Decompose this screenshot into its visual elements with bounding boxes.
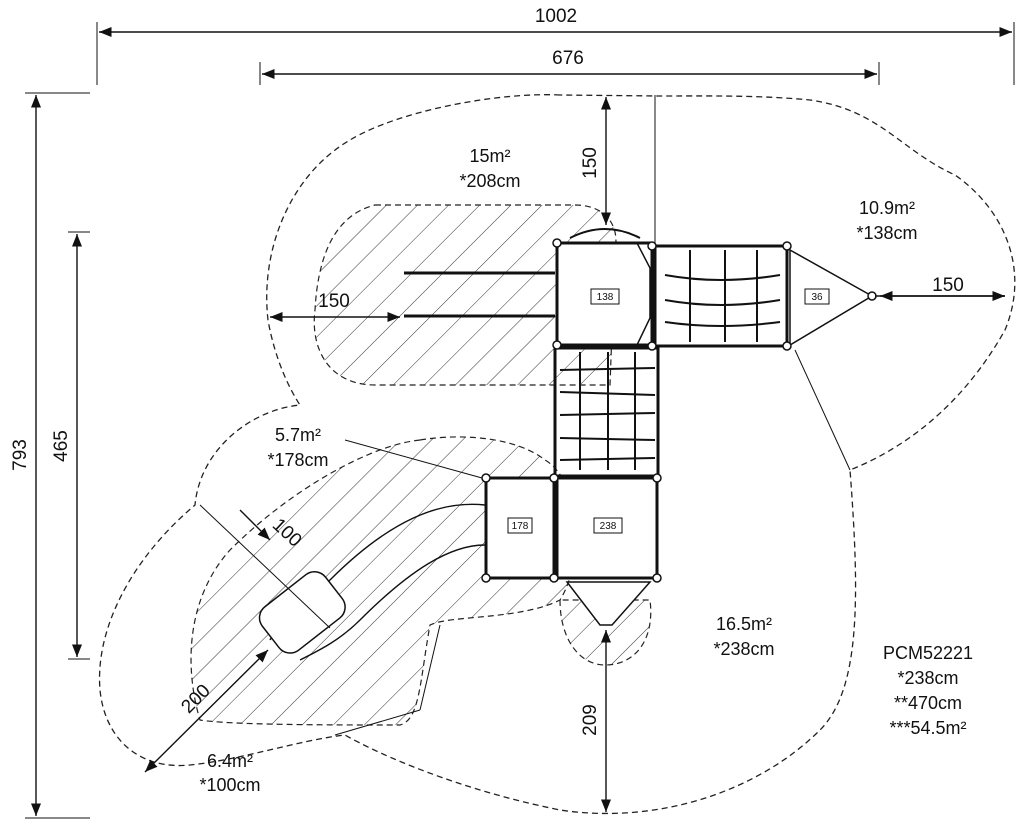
platform-238-tag: 238: [600, 521, 617, 532]
zone-main-area: 16.5m²: [716, 614, 772, 634]
zone-bottom-left-height: *100cm: [199, 775, 260, 795]
curved-slide: [258, 503, 486, 661]
dimension-right-clearance-label: 150: [932, 275, 964, 296]
platform-238-tag-box: [593, 517, 623, 534]
climbing-net-vertical: [553, 346, 660, 478]
platform-36: [789, 248, 874, 347]
zone-top-height: *208cm: [459, 171, 520, 191]
product-line-3: ***54.5m²: [889, 718, 966, 738]
platform-178-tag: 178: [512, 521, 529, 532]
dimension-structure-height: [68, 231, 90, 660]
leader-lines: [334, 95, 851, 736]
platform-178-tag-box: [507, 517, 533, 534]
dimension-overall-height-label: 793: [10, 439, 31, 471]
platform-138-tag: 138: [597, 292, 614, 303]
dimension-structure-height-label: 465: [51, 430, 72, 462]
dimension-structure-width-label: 676: [552, 48, 584, 69]
platform-138-tag-box: [590, 288, 620, 305]
platform-138: [555, 228, 654, 347]
structure-posts: [481, 238, 877, 583]
product-line-2: **470cm: [894, 693, 962, 713]
dimension-slide-side: [199, 504, 331, 629]
product-model: PCM52221: [883, 643, 973, 663]
platform-36-tag: 36: [811, 292, 823, 303]
zone-top-area: 15m²: [469, 146, 510, 166]
rails-top-left: [404, 271, 555, 318]
net-bridge-right: [653, 244, 789, 348]
dimension-overall-width-label: 1002: [535, 6, 577, 27]
dimension-overall-width: [96, 22, 1015, 85]
exit-chute-bottom: [565, 581, 652, 626]
product-line-1: *238cm: [897, 668, 958, 688]
zone-right-area: 10.9m²: [859, 198, 915, 218]
dimension-bottom-clearance-label: 209: [580, 704, 601, 736]
dimension-overall-height: [25, 92, 90, 819]
dimension-structure-width: [259, 62, 880, 85]
zone-slide-area: 5.7m²: [275, 425, 321, 445]
dimension-left-clearance-label: 150: [318, 291, 350, 312]
zone-slide-height: *178cm: [267, 450, 328, 470]
zone-bottom-left-area: 6.4m²: [207, 751, 253, 771]
dimension-slide-end: [144, 649, 269, 773]
safety-zone-outline-main: [98, 94, 1016, 815]
zone-main-height: *238cm: [713, 639, 774, 659]
dimension-top-clearance-label: 150: [580, 147, 601, 179]
zone-right-height: *138cm: [856, 223, 917, 243]
platform-36-tag-box: [804, 288, 830, 305]
